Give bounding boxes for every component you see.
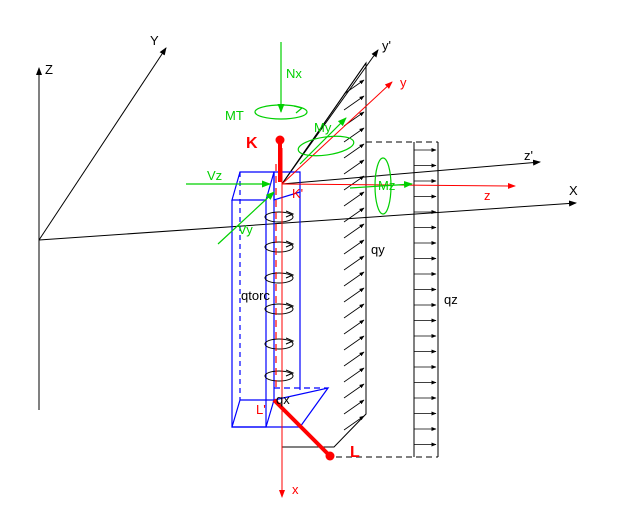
my-moment-ellipse <box>297 135 355 157</box>
my-axis-line <box>299 117 347 165</box>
qy-load-arrow <box>343 399 365 415</box>
qtorc-arrowhead <box>285 271 295 279</box>
node-k-prime-label: K' <box>292 186 303 201</box>
qtorc-arrowhead <box>285 302 295 310</box>
prism-bottom-right <box>232 387 330 428</box>
qtorc-moment-symbol <box>264 303 294 315</box>
global-y-label: Y <box>150 33 159 48</box>
qy-load-arrow <box>343 383 365 399</box>
mt-arrowhead <box>293 105 304 114</box>
qy-load-arrow <box>343 191 365 207</box>
node-k-point <box>275 135 285 145</box>
my-label: My <box>314 120 332 135</box>
cross-section-prism <box>231 171 330 428</box>
vz-label: Vz <box>207 168 222 183</box>
prism-top-face <box>231 171 275 201</box>
local-z-prime-label: z' <box>524 148 533 163</box>
qtorc-moment-symbol <box>264 370 294 382</box>
global-x-label: X <box>569 183 578 198</box>
rigid-offsets: K K' L L' qx <box>246 135 360 461</box>
end-forces: Nx MT My Mz Vz Vy <box>186 42 413 245</box>
qy-load-arrow <box>343 127 365 143</box>
mt-label: MT <box>225 108 244 123</box>
mz-label: Mz <box>378 178 395 193</box>
global-axes: Z Y X <box>36 33 578 410</box>
local-z-prime-axis <box>281 159 541 185</box>
qy-load-arrow <box>343 367 365 383</box>
qy-load-arrow <box>343 79 365 95</box>
offset-lprime-l <box>272 398 332 458</box>
member-x-label: x <box>292 482 299 497</box>
qtorc-arrowhead <box>285 337 295 345</box>
qy-load-arrow <box>343 351 365 367</box>
qtorc-moment-symbol <box>264 272 294 284</box>
member-z-label: z <box>484 188 491 203</box>
qtorc-arrowhead <box>285 369 295 377</box>
qy-load-arrow <box>343 287 365 303</box>
qy-load-arrow <box>343 175 365 191</box>
node-l-prime-label: L' <box>256 402 266 417</box>
qy-load-arrow <box>343 143 365 159</box>
qy-load-arrow <box>343 223 365 239</box>
qtorc-arrowhead <box>285 210 295 218</box>
member-y-axis <box>281 81 393 185</box>
qy-arrows <box>343 79 365 431</box>
qtorc-moment-symbol <box>264 338 294 350</box>
qx-label: qx <box>276 392 290 407</box>
qtorc-label: qtorc <box>241 288 270 303</box>
prism-bottom-face <box>231 399 275 428</box>
node-l-point <box>325 451 335 461</box>
qtorc-moment-symbol <box>264 211 294 223</box>
node-k-label: K <box>246 135 258 152</box>
qy-load-arrow <box>343 95 365 111</box>
local-y-prime-label: y' <box>382 38 391 53</box>
global-x-axis <box>38 200 577 241</box>
global-y-axis <box>38 47 167 241</box>
qy-diagonal <box>281 62 367 185</box>
qy-label: qy <box>371 242 385 257</box>
qy-load-arrow <box>343 303 365 319</box>
local-axes: y' z' <box>281 38 541 185</box>
qy-load-arrow <box>343 319 365 335</box>
mz-axis-line <box>349 181 413 189</box>
load-qtorc <box>264 210 295 382</box>
qy-load-arrow <box>343 207 365 223</box>
qy-load-arrow <box>343 255 365 271</box>
qz-label: qz <box>444 292 458 307</box>
qy-load-arrow <box>343 335 365 351</box>
mt-moment-ellipse <box>254 104 308 120</box>
load-qz: qz <box>336 141 458 458</box>
load-qy: qy <box>281 61 385 448</box>
qy-load-arrow <box>343 415 365 431</box>
member-y-label: y <box>400 75 407 90</box>
qy-load-arrow <box>343 159 365 175</box>
global-z-label: Z <box>45 62 53 77</box>
node-l-label: L <box>350 444 360 461</box>
qz-arrows <box>414 148 437 447</box>
member-axes: x y z <box>275 75 516 498</box>
qy-load-arrow <box>343 239 365 255</box>
qtorc-arrowhead <box>285 240 295 248</box>
vy-arrow <box>217 191 275 245</box>
vy-label: Vy <box>238 222 253 237</box>
qy-load-arrow <box>343 271 365 287</box>
qtorc-moment-symbol <box>264 241 294 253</box>
nx-label: Nx <box>286 66 302 81</box>
